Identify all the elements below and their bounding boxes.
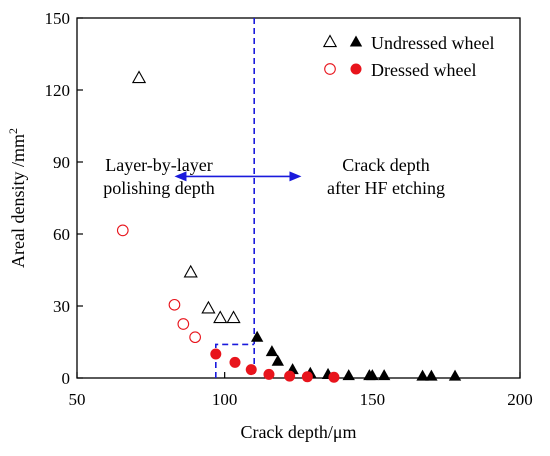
data-point-dressed-circle-open [116,224,129,237]
data-points [116,70,462,383]
legend-marker-open-circle [324,63,336,75]
data-point-undressed-triangle-filled [425,369,438,381]
legend-marker-open-triangle [322,34,338,48]
y-tick-label: 90 [53,153,70,172]
arrow-head-left [174,171,187,182]
data-point-dressed-circle-open [177,318,190,330]
annotation-left-text: polishing depth [103,178,215,198]
x-tick-label: 100 [212,390,238,409]
data-point-undressed-triangle-filled [271,354,285,366]
y-tick-label: 120 [45,81,71,100]
x-tick-label: 200 [507,390,533,409]
data-point-undressed-triangle-filled [377,369,391,381]
data-point-dressed-circle-filled [328,371,340,383]
legend-label-undressed: Undressed wheel [371,33,494,53]
legend-label-dressed: Dressed wheel [371,60,476,80]
data-point-undressed-triangle-open [213,310,228,324]
arrow-head-right [289,171,302,182]
plot-axes [76,17,521,379]
threshold-box [215,343,255,378]
axis-ticks: 50 100 150 200 0 30 60 90 120 150 [45,9,533,409]
annotation-right-text: Crack depth [342,155,429,175]
data-point-undressed-triangle-filled [448,369,462,381]
data-point-undressed-triangle-filled [250,330,264,342]
annotation-left-text: Layer-by-layer [105,155,213,175]
y-axis-label-superscript: 2 [6,128,20,134]
y-axis-label-text: Areal density /mm [8,134,28,268]
data-point-undressed-triangle-filled [342,369,355,381]
annotations: Layer-by-layer polishing depth Crack depth… [103,18,445,378]
data-point-dressed-circle-filled [263,368,275,380]
data-point-undressed-triangle-filled [265,345,279,357]
data-point-undressed-triangle-open [226,310,241,324]
data-point-undressed-triangle-open [131,70,147,84]
y-axis-label: Areal density /mm2 [6,128,28,268]
data-point-dressed-circle-filled [229,356,241,368]
data-point-dressed-circle-filled [245,364,257,376]
data-point-undressed-triangle-open [201,300,216,314]
data-point-undressed-triangle-filled [416,369,429,381]
legend-marker-filled-triangle [349,35,363,47]
y-tick-label: 30 [53,297,70,316]
data-point-undressed-triangle-filled [366,369,379,381]
data-point-dressed-circle-filled [284,370,296,382]
legend-marker-filled-circle [350,63,362,75]
data-point-dressed-circle-filled [210,348,222,360]
plot-frame [76,17,521,379]
x-axis-label: Crack depth/μm [240,422,356,442]
y-tick-label: 60 [53,225,70,244]
data-point-dressed-circle-open [189,331,201,344]
data-point-dressed-circle-filled [301,371,313,383]
x-tick-label: 50 [69,390,86,409]
y-tick-label: 150 [45,9,71,28]
data-point-undressed-triangle-open [183,264,198,278]
y-tick-label: 0 [62,369,71,388]
data-point-dressed-circle-open [168,298,181,311]
x-tick-label: 150 [360,390,386,409]
annotation-right-text: after HF etching [327,178,445,198]
